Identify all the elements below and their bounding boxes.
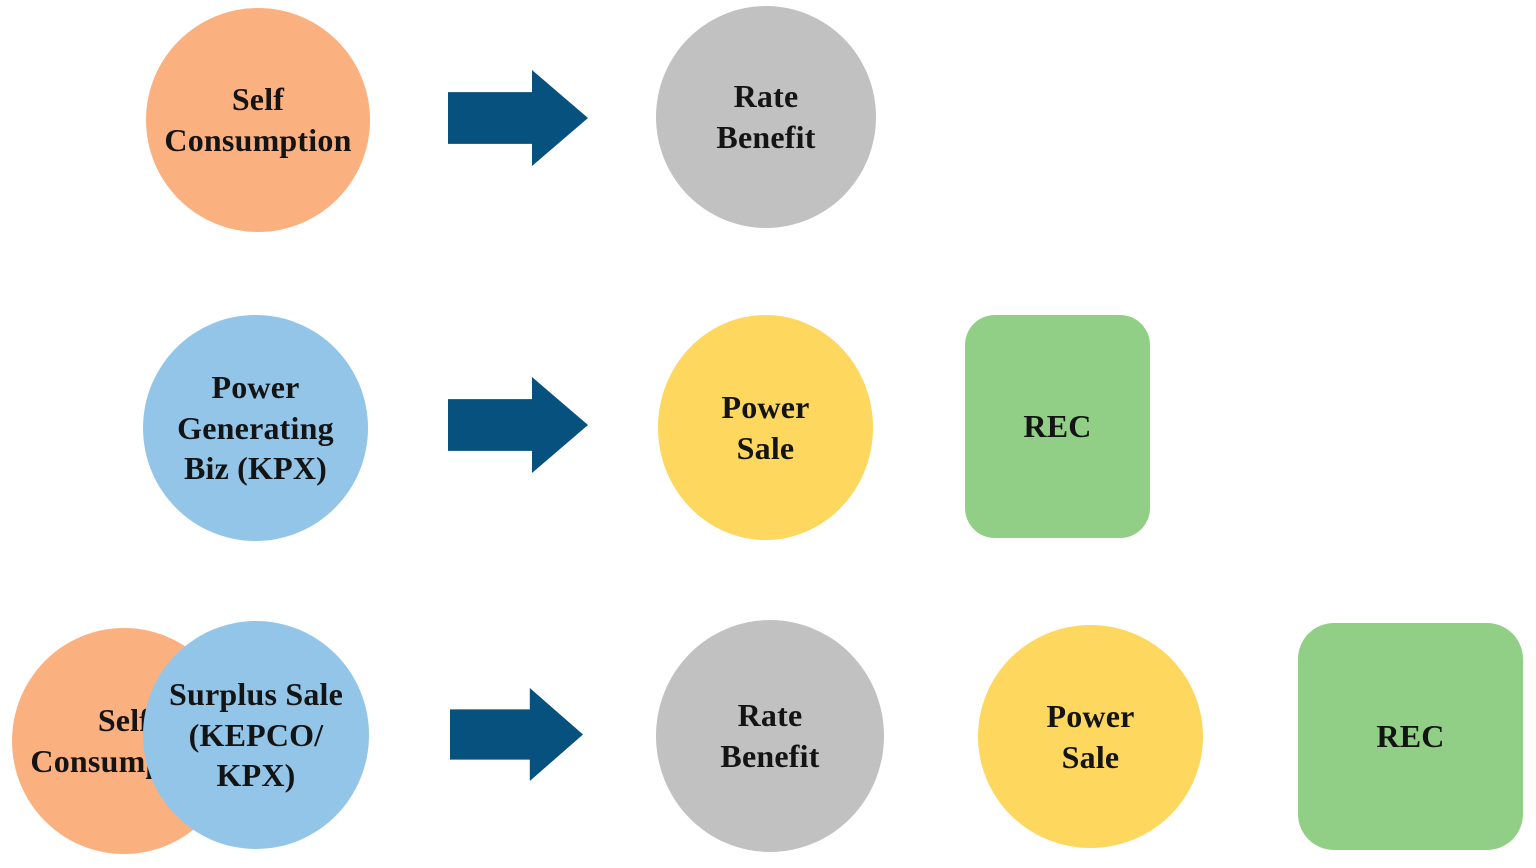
node-power-sale: Power Sale bbox=[658, 315, 873, 540]
node-label: Surplus Sale (KEPCO/ KPX) bbox=[168, 675, 344, 794]
node-power-generating-biz: Power Generating Biz (KPX) bbox=[143, 315, 368, 541]
node-label: REC bbox=[1023, 408, 1092, 445]
node-label: Self Consumption bbox=[164, 81, 352, 158]
node-self-consumption: Self Consumption bbox=[146, 8, 370, 232]
node-rec: REC bbox=[1298, 623, 1523, 850]
node-label: Power Sale bbox=[1046, 697, 1135, 775]
node-power-sale: Power Sale bbox=[978, 625, 1203, 848]
node-rec: REC bbox=[965, 315, 1150, 538]
node-rate-benefit: Rate Benefit bbox=[656, 620, 884, 852]
arrow-right-icon bbox=[450, 688, 583, 781]
arrow-right-icon bbox=[448, 377, 588, 473]
node-rate-benefit: Rate Benefit bbox=[656, 6, 876, 228]
node-label: Power Sale bbox=[721, 388, 810, 466]
node-label: Rate Benefit bbox=[716, 78, 816, 155]
node-label: REC bbox=[1376, 718, 1445, 755]
node-label: Rate Benefit bbox=[720, 697, 820, 774]
node-surplus-sale: Surplus Sale (KEPCO/ KPX) bbox=[143, 621, 369, 849]
node-label: Power Generating Biz (KPX) bbox=[177, 368, 334, 487]
arrow-right-icon bbox=[448, 70, 588, 166]
